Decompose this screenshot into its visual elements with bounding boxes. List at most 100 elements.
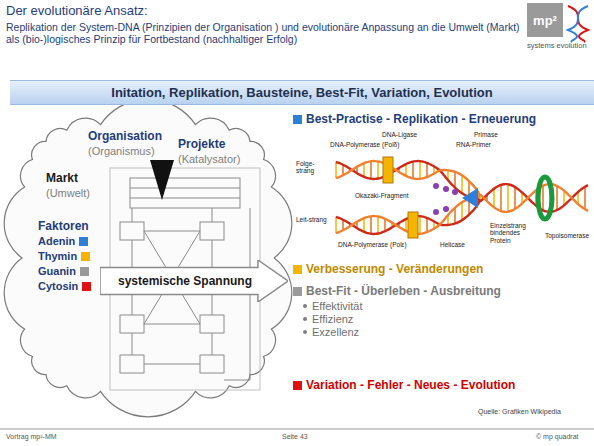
base-pair xyxy=(363,163,365,177)
factor-box xyxy=(200,315,224,333)
legend-swatch xyxy=(293,287,302,296)
base-pair xyxy=(507,184,509,212)
logo-subtitle: systems evolution xyxy=(527,41,587,50)
helicase-symbol xyxy=(462,188,478,208)
legend-text: Verbesserung - Veränderungen xyxy=(306,262,483,276)
base-pair xyxy=(363,218,365,232)
projects-label: Projekte xyxy=(178,138,225,152)
logo-box: mp² systems evolution xyxy=(527,3,591,55)
legend-item: Verbesserung - Veränderungen xyxy=(293,262,483,276)
dna-part-label: RNA-Primer xyxy=(456,141,491,148)
dna-part-label: Okazaki-Fragment xyxy=(355,192,408,199)
legend-item: Thymin xyxy=(38,250,90,262)
polymerase-epsilon xyxy=(408,212,418,238)
base-pair xyxy=(500,185,502,211)
dna-strand xyxy=(480,184,588,212)
base-pair xyxy=(454,172,456,188)
base-pair xyxy=(493,189,495,208)
base-pair xyxy=(584,187,586,210)
legend-item: Best-Practise - Replikation - Erneuerung xyxy=(293,112,536,126)
dna-part-label: DNA-Polymerase (Polδ) xyxy=(330,141,399,148)
bullet-text: Effektivität xyxy=(312,300,363,313)
dna-strand xyxy=(336,161,480,200)
legend-swatch xyxy=(293,381,302,390)
dna-strand xyxy=(480,184,588,212)
factors-label: Faktoren xyxy=(38,220,89,234)
footer-text: Seite 43 xyxy=(282,433,308,441)
source-caption: Quelle: Grafiken Wikipedia xyxy=(478,408,561,416)
organisation-flowchart xyxy=(110,168,260,390)
legend-text: Best-Practise - Replikation - Erneuerung xyxy=(306,112,536,126)
base-pair xyxy=(335,162,337,178)
factor-box xyxy=(120,355,144,373)
legend-swatch xyxy=(293,115,302,124)
legend-item: Cytosin xyxy=(38,280,91,292)
dna-part-label: Folge-strang xyxy=(296,160,330,175)
factor-box xyxy=(200,222,224,240)
bullet-text: Effizienz xyxy=(312,313,353,326)
footer-rule xyxy=(0,429,594,430)
organisation-sub: (Organismus) xyxy=(88,145,155,158)
arrow-outline xyxy=(100,260,288,302)
project-box xyxy=(130,178,240,208)
legend-swatch xyxy=(293,265,302,274)
base-pair xyxy=(426,218,428,232)
slide-title: Der evolutionäre Ansatz: xyxy=(6,4,148,19)
market-label: Markt xyxy=(46,172,78,186)
base-pair xyxy=(461,175,463,193)
factor-box xyxy=(200,355,224,373)
base-pair xyxy=(461,202,463,220)
base-pair xyxy=(556,186,558,210)
dna-helix xyxy=(336,161,588,234)
footer-text: Vortrag mp²-MM xyxy=(6,433,57,441)
base-pair xyxy=(370,216,372,234)
logo-dna-icon xyxy=(568,6,588,42)
legend-item: Guanin xyxy=(38,265,89,277)
dna-part-label: DNA-Polymerase (Polε) xyxy=(338,241,407,248)
organisation-label: Organisation xyxy=(88,130,162,144)
legend-item: Best-Fit - Überleben - Ausbreitung xyxy=(293,284,501,298)
base-pair xyxy=(377,216,379,233)
legend-swatch xyxy=(81,252,90,261)
arrow-text: systemische Spannung xyxy=(118,274,252,288)
box-divider xyxy=(130,188,240,189)
base-pair xyxy=(419,216,421,234)
box-divider xyxy=(130,198,240,199)
legend-text: Guanin xyxy=(38,265,76,277)
topic-band: Initation, Replikation, Bausteine, Best-… xyxy=(10,80,594,105)
cloud-outline xyxy=(4,99,292,417)
dna-strand xyxy=(336,161,480,196)
market-cloud xyxy=(4,99,292,417)
base-pair xyxy=(454,208,456,224)
catalyst-funnel xyxy=(150,160,174,200)
legend-swatch xyxy=(82,282,91,291)
base-pair xyxy=(412,162,414,179)
dna-part-label: DNA-Ligase xyxy=(382,131,417,138)
organisation-frame xyxy=(110,168,260,390)
bullet-text: Exzellenz xyxy=(312,326,359,339)
polymerase-delta xyxy=(383,157,393,183)
tension-arrow: systemische Spannung xyxy=(100,260,288,302)
base-pair xyxy=(542,186,544,211)
subtitle: Replikation der System-DNA (Prinzipien d… xyxy=(6,21,521,45)
base-pair xyxy=(563,191,565,206)
legend-swatch xyxy=(80,267,89,276)
logo-mark: mp² xyxy=(527,3,563,37)
legend-text: Variation - Fehler - Neues - Evolution xyxy=(306,378,515,392)
base-pair xyxy=(405,219,407,231)
legend-text: Adenin xyxy=(38,235,75,247)
topoisomerase-ring xyxy=(538,177,552,219)
legend-item: Adenin xyxy=(38,235,88,247)
base-pair xyxy=(426,163,428,177)
footer-text: © mp quadrat xyxy=(536,433,579,441)
dna-part-label: Primase xyxy=(474,131,498,138)
market-sub: (Umwelt) xyxy=(46,187,90,200)
base-pair xyxy=(405,164,407,176)
bullet-dots xyxy=(303,304,307,334)
legend-text: Best-Fit - Überleben - Ausbreitung xyxy=(306,284,501,298)
factor-box xyxy=(120,315,144,333)
base-pair xyxy=(419,161,421,179)
binding-proteins xyxy=(433,183,458,215)
dna-part-label: Einzelstrang bindendes Protein xyxy=(490,222,540,244)
